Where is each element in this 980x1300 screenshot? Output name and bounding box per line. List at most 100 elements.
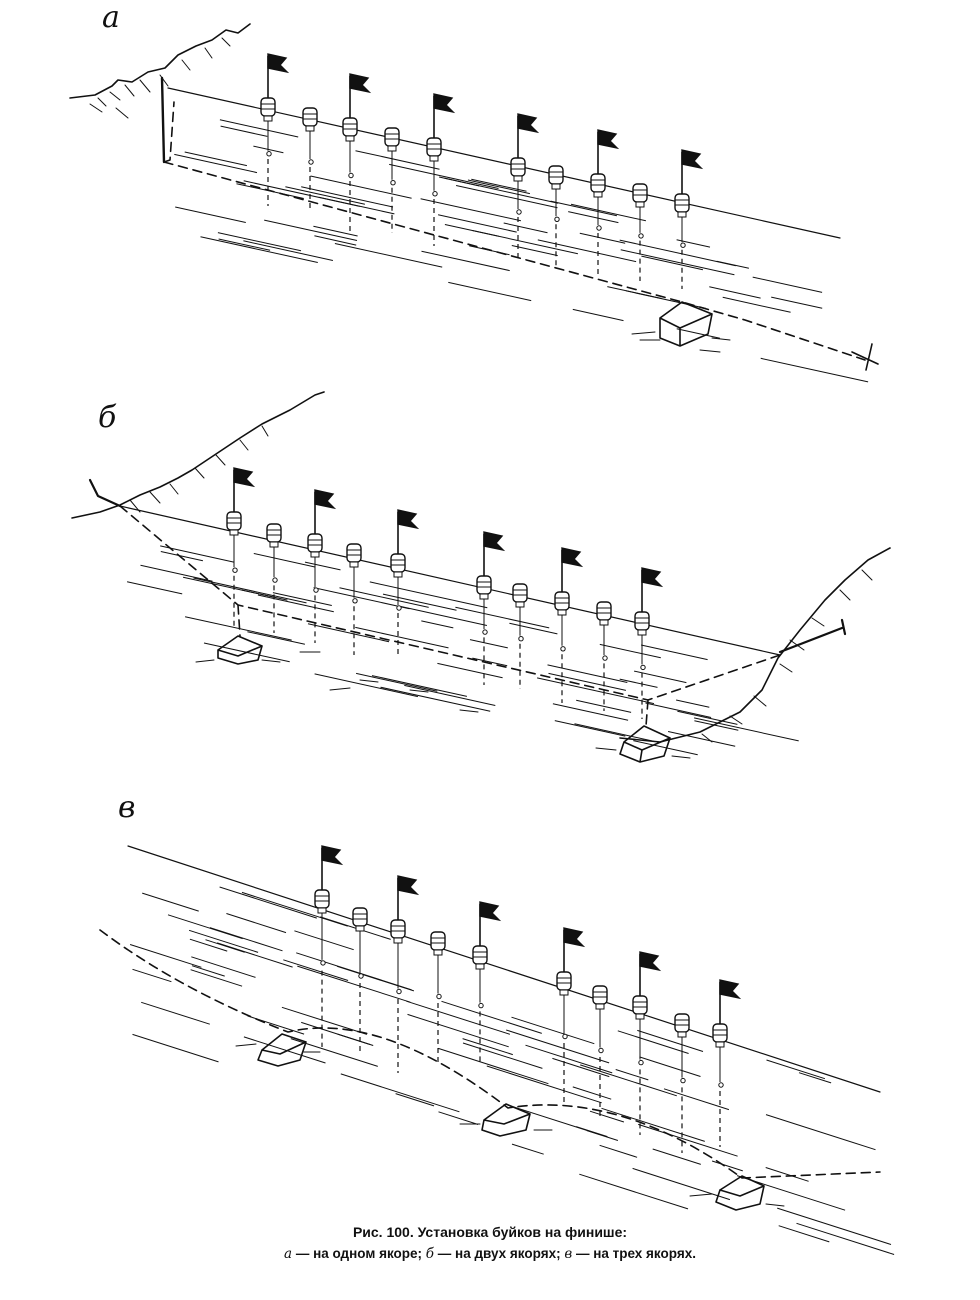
buoy-hook (596, 225, 602, 231)
buoy-base (310, 551, 320, 558)
water-stroke (174, 153, 258, 174)
water-stroke (620, 249, 735, 276)
buoy-body (556, 971, 572, 991)
water-stroke (142, 892, 199, 912)
flag-icon (397, 509, 420, 530)
shore-a (69, 23, 251, 99)
panel-label-c: в (118, 790, 136, 825)
legend-letter-a: а (284, 1246, 293, 1262)
legend-text-c: — на трех якорях. (572, 1246, 696, 1261)
water-stroke (777, 1207, 892, 1245)
water-stroke (247, 631, 306, 645)
water-stroke (219, 886, 317, 919)
water-stroke (407, 1013, 509, 1048)
water-stroke (639, 1056, 701, 1077)
water-stroke (281, 1006, 368, 1035)
buoy-a (260, 53, 290, 206)
buoy-base (515, 601, 525, 608)
buoy-a (674, 149, 704, 289)
water-stroke (547, 664, 628, 683)
flag-icon (561, 547, 584, 568)
buoy-a (384, 127, 400, 233)
buoy-b (476, 531, 506, 685)
water-stroke (126, 581, 183, 595)
water-stroke (220, 125, 268, 137)
water-stroke (141, 1001, 210, 1025)
flag-icon (267, 53, 290, 74)
figure-caption-title: Рис. 100. Установка буйков на финише: (352, 1224, 628, 1240)
buoy-body (346, 543, 362, 563)
water-stroke (404, 684, 496, 706)
buoy-hook (432, 191, 438, 197)
water-stroke (619, 678, 658, 688)
water-stroke (219, 119, 299, 138)
buoy-hook (272, 577, 278, 583)
water-stroke (421, 620, 454, 629)
buoy-c (314, 845, 344, 1047)
shore-a-hatch (89, 37, 231, 119)
water-stroke (264, 219, 358, 241)
water-stroke (716, 260, 750, 269)
flag-icon (314, 489, 337, 510)
buoy-hook (562, 1033, 568, 1040)
flag-icon (233, 467, 256, 488)
water-stroke (132, 968, 172, 983)
buoy-base (387, 145, 397, 152)
water-stroke (599, 1144, 638, 1158)
buoy-hook (396, 988, 402, 995)
water-stroke (205, 939, 245, 953)
shore-b-right-hatch (701, 569, 873, 743)
water-stroke (771, 296, 823, 309)
buoy-hook (390, 180, 396, 186)
buoy-base (599, 619, 609, 626)
water-stroke (471, 178, 527, 192)
water-stroke (632, 1167, 731, 1201)
water-stroke (765, 1114, 876, 1151)
water-stroke (160, 545, 234, 563)
buoy-base (595, 1003, 605, 1010)
buoy-hook (313, 587, 319, 593)
water-stroke (400, 605, 488, 626)
water-stroke (371, 675, 468, 697)
water-stroke (579, 232, 626, 244)
buoy-body (342, 117, 358, 137)
buoy-base (593, 191, 603, 198)
buoy-base (263, 115, 273, 122)
water-stroke (711, 1160, 743, 1172)
buoy-hook (436, 993, 442, 1000)
water-stroke (511, 1143, 544, 1155)
legend-letter-b: б (425, 1246, 435, 1262)
anchor-line-b-3 (645, 699, 649, 727)
water-stroke (455, 185, 558, 209)
buoy-base (269, 541, 279, 548)
water-stroke (676, 328, 721, 339)
water-stroke (272, 592, 332, 606)
anchor-line-b (119, 505, 781, 701)
buoy-base (429, 155, 439, 162)
buoy-body (548, 165, 564, 185)
water-stroke (469, 639, 508, 649)
buoy-hook (638, 1059, 644, 1066)
water-stroke (406, 1000, 511, 1035)
water-stroke (607, 286, 662, 299)
water-stroke (420, 198, 522, 222)
buoy-hook (598, 1047, 604, 1054)
water-stroke (301, 1021, 371, 1045)
buoy-c (632, 951, 662, 1135)
water-stroke (641, 255, 704, 271)
water-stroke (637, 1029, 704, 1052)
flag-icon (563, 927, 586, 948)
buoy-body (472, 945, 488, 965)
water-stroke (766, 1059, 826, 1080)
water-stroke (132, 1033, 219, 1063)
water-stroke (752, 276, 823, 293)
buoy-b (346, 543, 362, 655)
anchor-line-a-shore (163, 101, 175, 163)
water-stroke (525, 1044, 613, 1074)
water-stroke (296, 952, 412, 991)
water-stroke (355, 150, 440, 170)
water-stroke (216, 942, 293, 968)
shore-b-right (619, 547, 891, 743)
water-stroke (599, 643, 661, 659)
